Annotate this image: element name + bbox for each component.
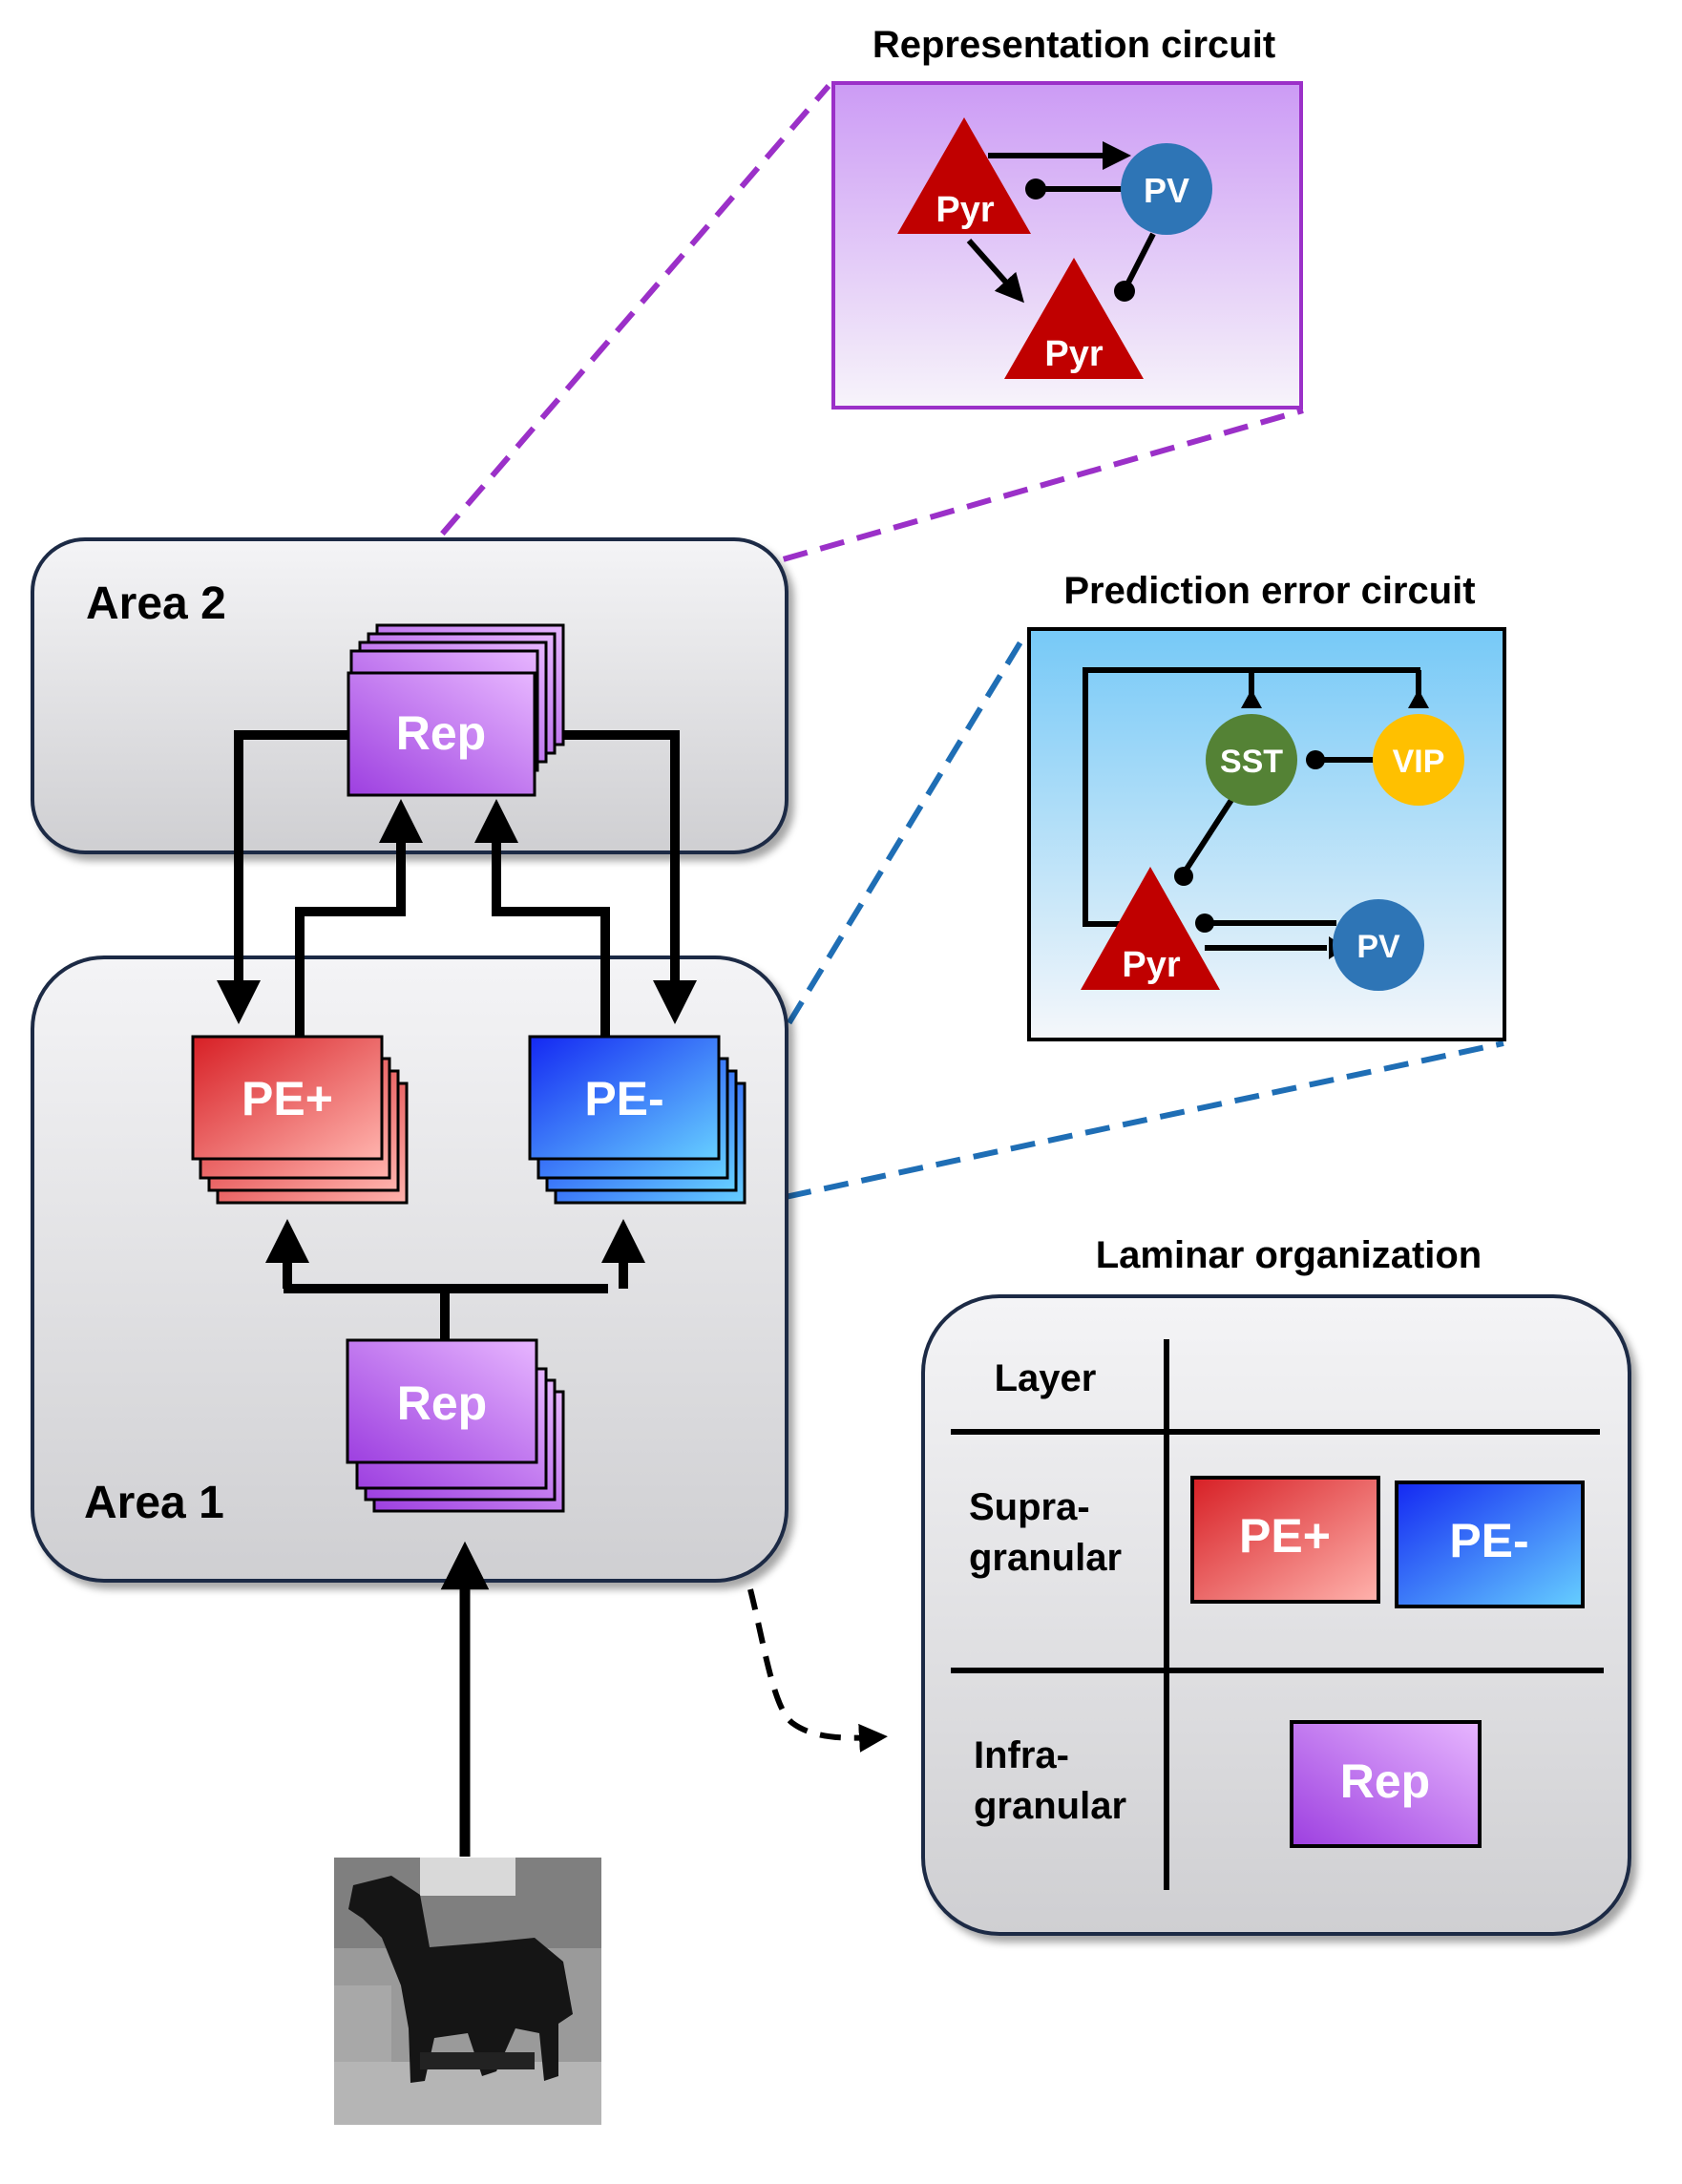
input-image-horse [334, 1858, 601, 2125]
laminar-dashed-arrow [747, 1588, 888, 1753]
area1-rep-box [346, 1338, 538, 1464]
area1-rep-stack: Rep [346, 1338, 565, 1513]
pe-sst-neuron [1206, 714, 1297, 806]
laminar-peplus-box [1190, 1476, 1380, 1604]
area1-peminus-stack: PE- [528, 1035, 746, 1205]
rep-pv-neuron [1121, 143, 1212, 235]
pe-pv-neuron [1333, 899, 1424, 991]
area1-peminus-box [528, 1035, 721, 1161]
pe-circuit-diagram: SST VIP Pyr PV [1081, 667, 1464, 991]
pe-vip-neuron [1373, 714, 1464, 806]
rep-pv-label: PV [1144, 171, 1189, 210]
pe-circuit-title: Prediction error circuit [1063, 570, 1475, 612]
pe-circuit-zoom-line-bottom [748, 1040, 1504, 1208]
rep-pyr-top-label: Pyr [936, 190, 994, 230]
rep-to-pe-fork [265, 1219, 645, 1340]
pe-pv-label: PV [1356, 929, 1400, 965]
pe-vip-label: VIP [1393, 744, 1445, 780]
area2-label: Area 2 [86, 578, 226, 629]
area2-rep-label: Rep [396, 706, 486, 760]
rep-circuit-title: Representation circuit [873, 24, 1275, 66]
laminar-infra-line1: Infra- [974, 1734, 1069, 1776]
laminar-supra-line1: Supra- [969, 1486, 1090, 1528]
area1-rep-label: Rep [397, 1376, 487, 1430]
pe-sst-label: SST [1220, 744, 1283, 780]
rep-pyr-top-neuron [897, 117, 1031, 234]
pe-circuit-zoom-line-top [746, 631, 1029, 1090]
laminar-title: Laminar organization [1096, 1234, 1482, 1276]
area2-rep-stack: Rep [347, 623, 565, 797]
laminar-layer-header: Layer [995, 1357, 1097, 1399]
peminus-to-rep-arrow [474, 799, 610, 1036]
pe-pyr-neuron [1081, 867, 1220, 990]
laminar-peminus-label: PE- [1449, 1514, 1528, 1567]
peplus-to-rep-arrow [295, 799, 423, 1036]
rep-circuit-zoom-line-left [365, 84, 831, 622]
rep-pyr-bottom-label: Pyr [1044, 334, 1103, 374]
rep-to-peminus-arrow [563, 730, 697, 1024]
laminar-peplus-label: PE+ [1239, 1509, 1331, 1563]
area1-peplus-box [191, 1035, 384, 1161]
rep-to-peplus-arrow [217, 730, 348, 1024]
laminar-infra-line2: granular [974, 1785, 1126, 1827]
feedback-arrows [217, 730, 697, 1036]
laminar-supra-line2: granular [969, 1537, 1122, 1579]
rep-pyr-bottom-neuron [1004, 258, 1144, 379]
area1-label: Area 1 [84, 1478, 224, 1528]
area1-peplus-stack: PE+ [191, 1035, 409, 1205]
area2-rep-box [347, 671, 536, 797]
rep-circuit-diagram: Pyr Pyr PV [897, 117, 1212, 379]
area1-peplus-label: PE+ [242, 1072, 333, 1125]
laminar-rep-box [1290, 1720, 1482, 1848]
area1-peminus-label: PE- [584, 1072, 663, 1125]
pe-pyr-label: Pyr [1122, 945, 1180, 985]
laminar-table-lines [951, 1339, 1604, 1890]
laminar-peminus-box [1395, 1480, 1585, 1608]
laminar-rep-label: Rep [1340, 1754, 1430, 1808]
